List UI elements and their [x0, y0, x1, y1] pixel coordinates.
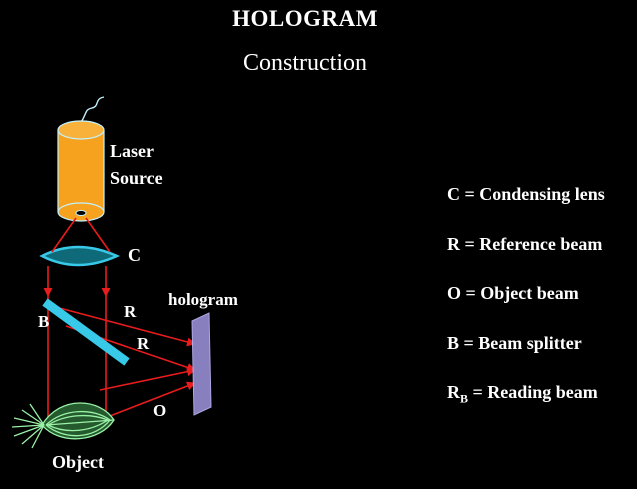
legend-description: = Beam splitter — [463, 332, 582, 353]
legend-symbol-subscript: B — [460, 391, 469, 406]
laser-label-line1: Laser — [110, 141, 154, 161]
legend-symbol: R — [447, 382, 460, 402]
legend-symbol: R — [447, 233, 460, 254]
hologram-plate — [191, 312, 212, 416]
laser-to-lens-beams — [51, 217, 111, 253]
legend-symbol: C — [447, 184, 460, 204]
legend-symbol: B — [447, 332, 460, 353]
hologram-label: hologram — [168, 290, 238, 309]
object-beam-1 — [99, 367, 196, 391]
legend-description: = Condensing lens — [464, 184, 605, 204]
legend-item-condensing-lens: C = Condensing lens — [447, 180, 605, 230]
legend-description: = Reference beam — [464, 233, 603, 254]
legend-item-reference-beam: R = Reference beam — [447, 230, 605, 280]
legend-description: = Object beam — [465, 283, 579, 303]
splitter-label: B — [38, 312, 49, 331]
condensing-lens — [39, 245, 121, 267]
legend-item-reading-beam: RB = Reading beam — [447, 378, 605, 428]
legend: C = Condensing lens R = Reference beam O… — [447, 180, 605, 428]
legend-item-beam-splitter: B = Beam splitter — [447, 329, 605, 379]
object-beam-2 — [109, 381, 196, 417]
laser-label-line2: Source — [110, 168, 163, 188]
laser-aperture — [75, 210, 87, 216]
reference-label-2: R — [137, 334, 150, 353]
page-subtitle: Construction — [243, 50, 367, 76]
object-label: Object — [52, 452, 104, 472]
laser-cable — [79, 96, 105, 125]
page-title: HOLOGRAM — [232, 6, 378, 31]
legend-item-object-beam: O = Object beam — [447, 279, 605, 329]
lens-label: C — [128, 245, 141, 265]
legend-symbol: O — [447, 283, 462, 303]
laser-source — [57, 120, 105, 222]
reference-beam-1 — [51, 305, 196, 347]
object-shape — [11, 402, 115, 449]
reference-label-1: R — [124, 302, 137, 321]
legend-description: = Reading beam — [472, 382, 598, 402]
beam-splitter — [42, 298, 130, 366]
object-beam-label: O — [153, 401, 166, 420]
